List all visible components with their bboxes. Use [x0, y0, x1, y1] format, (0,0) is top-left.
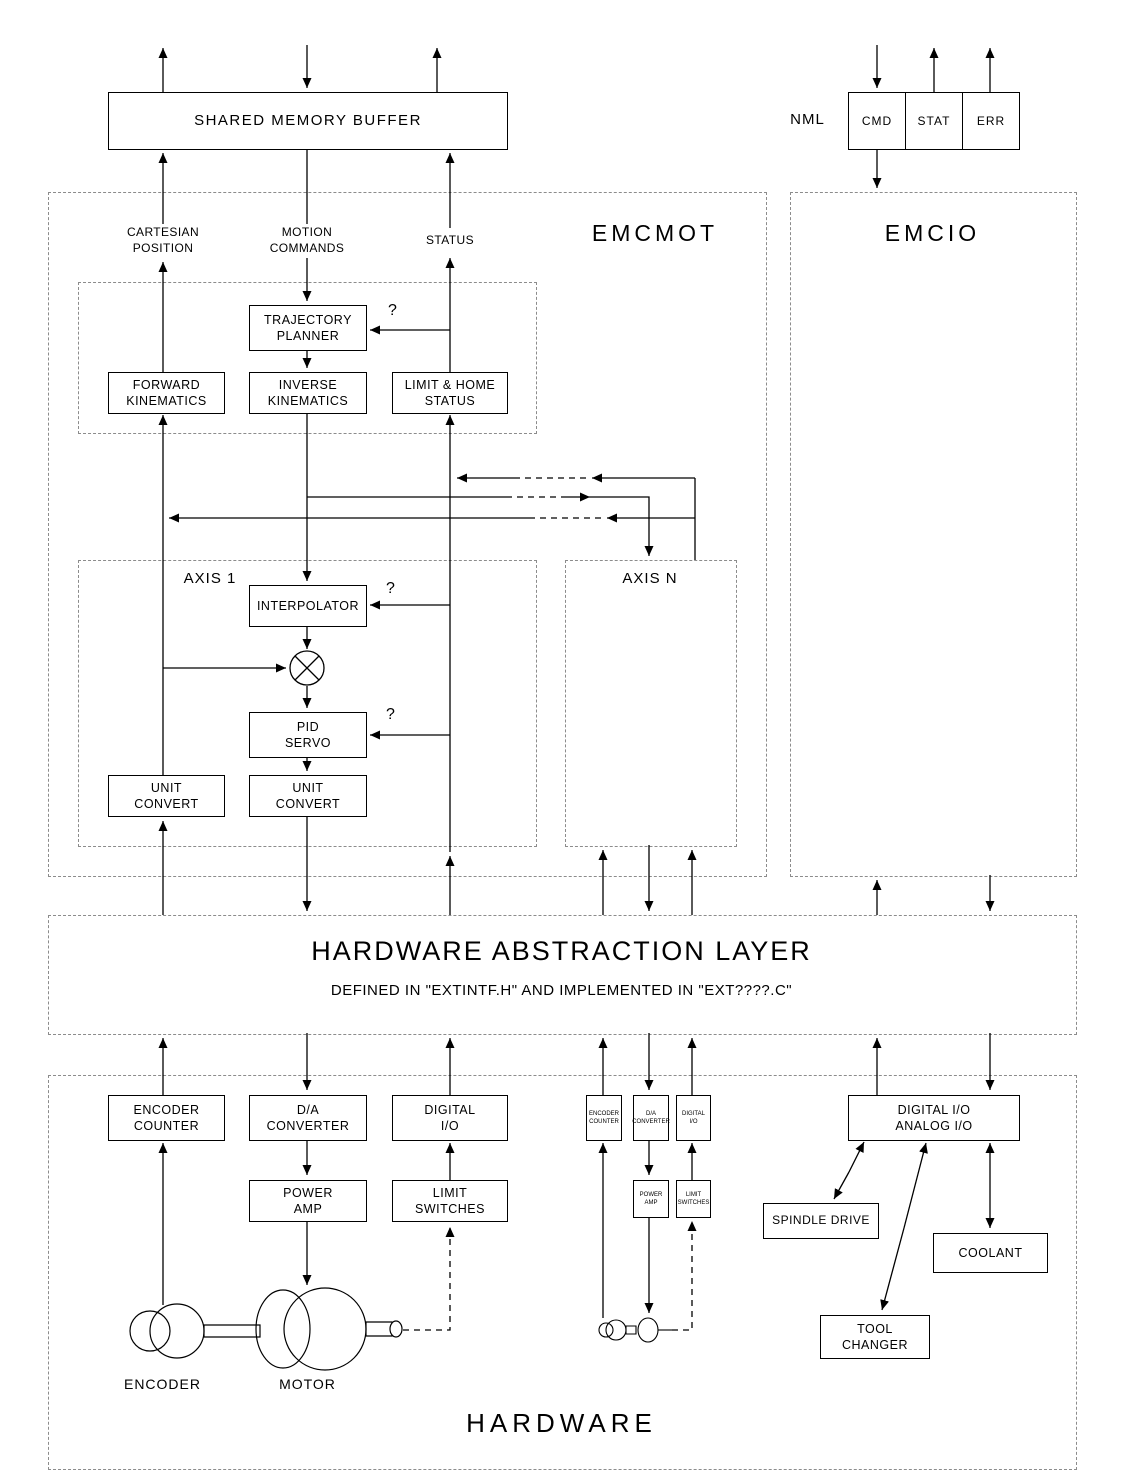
nml-err-cell: ERR	[962, 93, 1019, 149]
cartesian-position-label: CARTESIAN POSITION	[122, 224, 204, 258]
emcmot-region	[48, 192, 767, 877]
motion-commands-label: MOTION COMMANDS	[265, 224, 349, 258]
axis1-title: AXIS 1	[183, 570, 237, 587]
trajectory-question-mark: ?	[388, 302, 397, 319]
trajectory-planner-box: TRAJECTORY PLANNER	[249, 305, 367, 351]
encoder-counter-box: ENCODER COUNTER	[108, 1095, 225, 1141]
mini-digital-io-box: DIGITAL I/O	[676, 1095, 711, 1141]
digital-analog-io-box: DIGITAL I/O ANALOG I/O	[848, 1095, 1020, 1141]
encoder-drawing-label: ENCODER	[123, 1376, 201, 1392]
da-converter-box: D/A CONVERTER	[249, 1095, 367, 1141]
axisn-region	[565, 560, 737, 847]
mini-power-amp-box: POWER AMP	[633, 1180, 669, 1218]
axisn-title: AXIS N	[622, 570, 678, 587]
hal-title: HARDWARE ABSTRACTION LAYER	[311, 936, 812, 966]
unit-convert-left-box: UNIT CONVERT	[108, 775, 225, 817]
inverse-kinematics-box: INVERSE KINEMATICS	[249, 372, 367, 414]
nml-cmd-cell: CMD	[861, 114, 893, 128]
limit-home-status-box: LIMIT & HOME STATUS	[392, 372, 508, 414]
tool-changer-box: TOOL CHANGER	[820, 1315, 930, 1359]
emcmot-title: EMCMOT	[591, 220, 719, 246]
hal-subtitle: DEFINED IN "EXTINTF.H" AND IMPLEMENTED I…	[330, 982, 793, 999]
pid-servo-box: PID SERVO	[249, 712, 367, 758]
emcio-region	[790, 192, 1077, 877]
interpolator-box: INTERPOLATOR	[249, 585, 367, 627]
spindle-drive-box: SPINDLE DRIVE	[763, 1203, 879, 1239]
shared-memory-buffer-box: SHARED MEMORY BUFFER	[108, 92, 508, 150]
nml-box: CMD STAT ERR	[848, 92, 1020, 150]
forward-kinematics-box: FORWARD KINEMATICS	[108, 372, 225, 414]
mini-limit-switches-box: LIMIT SWITCHES	[676, 1180, 711, 1218]
hardware-title: HARDWARE	[466, 1408, 657, 1438]
digital-io-box: DIGITAL I/O	[392, 1095, 508, 1141]
pid-question-mark: ?	[386, 706, 395, 723]
nml-label: NML	[790, 111, 825, 128]
motor-drawing-label: MOTOR	[279, 1376, 336, 1392]
hal-region	[48, 915, 1077, 1035]
status-label: STATUS	[422, 232, 478, 250]
limit-switches-box: LIMIT SWITCHES	[392, 1180, 508, 1222]
interpolator-question-mark: ?	[386, 580, 395, 597]
hardware-region	[48, 1075, 1077, 1470]
coolant-box: COOLANT	[933, 1233, 1048, 1273]
nml-stat-cell: STAT	[905, 93, 962, 149]
power-amp-box: POWER AMP	[249, 1180, 367, 1222]
mini-da-converter-box: D/A CONVERTER	[632, 1095, 670, 1141]
mini-encoder-counter-box: ENCODER COUNTER	[586, 1095, 622, 1141]
unit-convert-right-box: UNIT CONVERT	[249, 775, 367, 817]
emcio-title: EMCIO	[884, 220, 981, 246]
